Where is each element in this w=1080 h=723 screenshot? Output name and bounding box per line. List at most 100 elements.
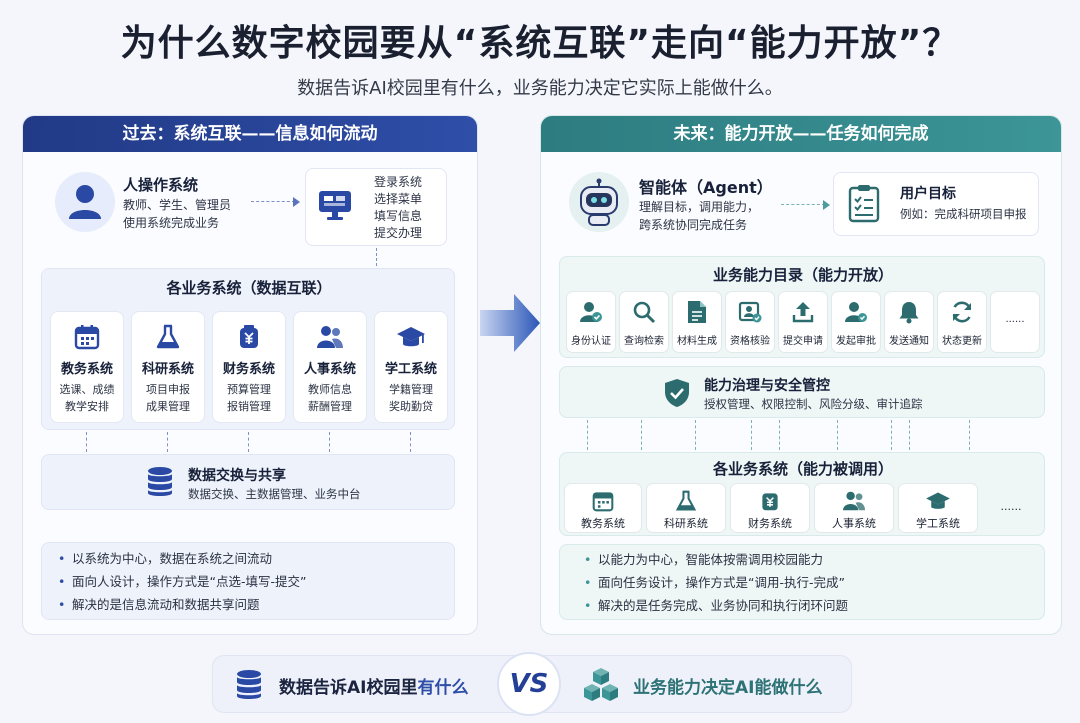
capability-material[interactable]: 材料生成	[672, 291, 722, 353]
capability-name: 查询检索	[624, 336, 664, 347]
page-subtitle: 数据告诉AI校园里有什么，业务能力决定它实际上能做什么。	[297, 78, 783, 99]
user-goal-title: 用户目标	[900, 186, 956, 202]
database-icon	[148, 467, 172, 496]
capability-submit[interactable]: 提交申请	[778, 291, 828, 353]
capability-name: 提交申请	[783, 336, 823, 347]
approve-icon	[845, 302, 867, 322]
robot-icon	[580, 178, 618, 226]
future-summary-list: 以能力为中心，智能体按需调用校园能力 面向任务设计，操作方式是“调用-执行-完成…	[582, 548, 848, 617]
user-check-icon	[580, 302, 602, 322]
system-card-student: 学工系统 学籍管理 奖助勤贷	[374, 311, 448, 423]
agent-line1: 理解目标，调用能力，	[639, 200, 760, 214]
agent-line2: 跨系统协同完成任务	[639, 218, 748, 232]
connector-line	[779, 420, 780, 450]
system-card-hr: 人事系统 教师信息 薪酬管理	[293, 311, 367, 423]
system-desc: 选课、成绩	[59, 383, 115, 396]
system-name: 教务系统	[581, 517, 625, 530]
steps-down-line	[376, 248, 377, 266]
system-name: 科研系统	[664, 517, 708, 530]
capability-name: 发送通知	[889, 336, 929, 347]
capability-name: 身份认证	[571, 336, 611, 347]
user-goal-desc: 例如：完成科研项目申报	[900, 207, 1027, 221]
step-login: 登录系统	[374, 175, 423, 189]
agent-avatar	[569, 172, 629, 232]
user-avatar	[55, 172, 115, 232]
called-system-research: 科研系统	[646, 483, 726, 533]
system-card-research: 科研系统 项目申报 成果管理	[131, 311, 205, 423]
summary-item: 面向任务设计，操作方式是“调用-执行-完成”	[582, 571, 848, 594]
summary-item: 解决的是信息流动和数据共享问题	[56, 593, 306, 616]
capability-more: ......	[990, 291, 1040, 353]
system-name: 教务系统	[60, 362, 113, 377]
capability-identity[interactable]: 身份认证	[566, 291, 616, 353]
graduation-cap-icon	[397, 327, 425, 347]
bell-icon	[899, 302, 919, 324]
user-goal-box: 用户目标 例如：完成科研项目申报	[833, 172, 1039, 236]
document-icon	[688, 301, 706, 323]
capability-search[interactable]: 查询检索	[619, 291, 669, 353]
calendar-icon	[74, 325, 100, 350]
monitor-icon	[319, 191, 351, 220]
system-desc: 成果管理	[146, 400, 190, 413]
called-system-academic: 教务系统	[564, 483, 642, 533]
goal-arrow-head	[823, 200, 830, 210]
operation-steps-box: 登录系统 选择菜单 填写信息 提交办理	[305, 168, 447, 246]
capability-name: 状态更新	[942, 336, 982, 347]
people-icon	[317, 326, 343, 348]
connector-line	[86, 432, 87, 452]
calendar-icon	[592, 492, 614, 512]
system-desc: 报销管理	[227, 400, 271, 413]
connector-line	[695, 420, 696, 450]
person-icon	[69, 185, 101, 219]
step-select-menu: 选择菜单	[374, 192, 423, 206]
business-systems-title: 各业务系统（数据互联）	[166, 279, 332, 297]
system-desc: 教师信息	[308, 383, 352, 396]
business-systems-group: 各业务系统（数据互联） 教务系统 选课、成绩 教学安排 科研系统 项目申报 成果…	[41, 268, 455, 430]
called-systems-title: 各业务系统（能力被调用）	[712, 460, 893, 478]
shield-icon	[665, 379, 689, 407]
summary-item: 以能力为中心，智能体按需调用校园能力	[582, 548, 848, 571]
called-system-more: ......	[982, 483, 1040, 533]
flow-arrow-line	[251, 201, 295, 202]
system-name: ......	[1000, 500, 1022, 513]
connector-line	[329, 432, 330, 452]
system-name: 财务系统	[222, 362, 275, 377]
future-summary-box: 以能力为中心，智能体按需调用校园能力 面向任务设计，操作方式是“调用-执行-完成…	[559, 544, 1045, 620]
capability-notify[interactable]: 发送通知	[884, 291, 934, 353]
future-panel-header: 未来：能力开放——任务如何完成	[541, 116, 1061, 152]
system-name: 人事系统	[303, 362, 356, 377]
system-name: 科研系统	[141, 362, 194, 377]
flask-icon	[156, 324, 180, 349]
capability-catalog-title: 业务能力目录（能力开放）	[712, 266, 893, 284]
goal-arrow-line	[781, 204, 825, 205]
connector-line	[641, 420, 642, 450]
capability-qualification[interactable]: 资格核验	[725, 291, 775, 353]
flow-arrow-head	[293, 197, 300, 207]
vs-badge: VS	[497, 652, 561, 716]
agent-title: 智能体（Agent）	[639, 178, 773, 197]
search-icon	[633, 301, 656, 324]
system-desc: 学籍管理	[389, 383, 433, 396]
capability-name: 发起审批	[836, 336, 876, 347]
connector-line	[751, 420, 752, 450]
people-icon	[843, 491, 865, 511]
capability-catalog-group: 业务能力目录（能力开放） 身份认证 查询检索 材料生成 资格核验 提交申请 发起…	[559, 256, 1045, 358]
connector-line	[410, 432, 411, 452]
capability-approval[interactable]: 发起审批	[831, 291, 881, 353]
checklist-icon	[848, 185, 880, 223]
governance-title: 能力治理与安全管控	[704, 378, 830, 394]
money-icon	[240, 325, 258, 348]
governance-box: 能力治理与安全管控 授权管理、权限控制、风险分级、审计追踪	[559, 366, 1045, 418]
capability-status-update[interactable]: 状态更新	[937, 291, 987, 353]
summary-item: 以系统为中心，数据在系统之间流动	[56, 547, 306, 570]
data-exchange-box: 数据交换与共享 数据交换、主数据管理、业务中台	[41, 454, 455, 510]
called-system-student: 学工系统	[898, 483, 978, 533]
system-name: 学工系统	[384, 362, 437, 377]
transition-arrow-icon	[480, 294, 540, 352]
cubes-icon	[584, 668, 618, 701]
connector-line	[891, 420, 892, 450]
summary-item: 面向人设计，操作方式是“点选-填写-提交”	[56, 570, 306, 593]
data-statement: 数据告诉AI校园里有什么	[279, 673, 468, 698]
system-name: 人事系统	[832, 517, 876, 530]
capability-statement: 业务能力决定AI能做什么	[633, 678, 823, 698]
